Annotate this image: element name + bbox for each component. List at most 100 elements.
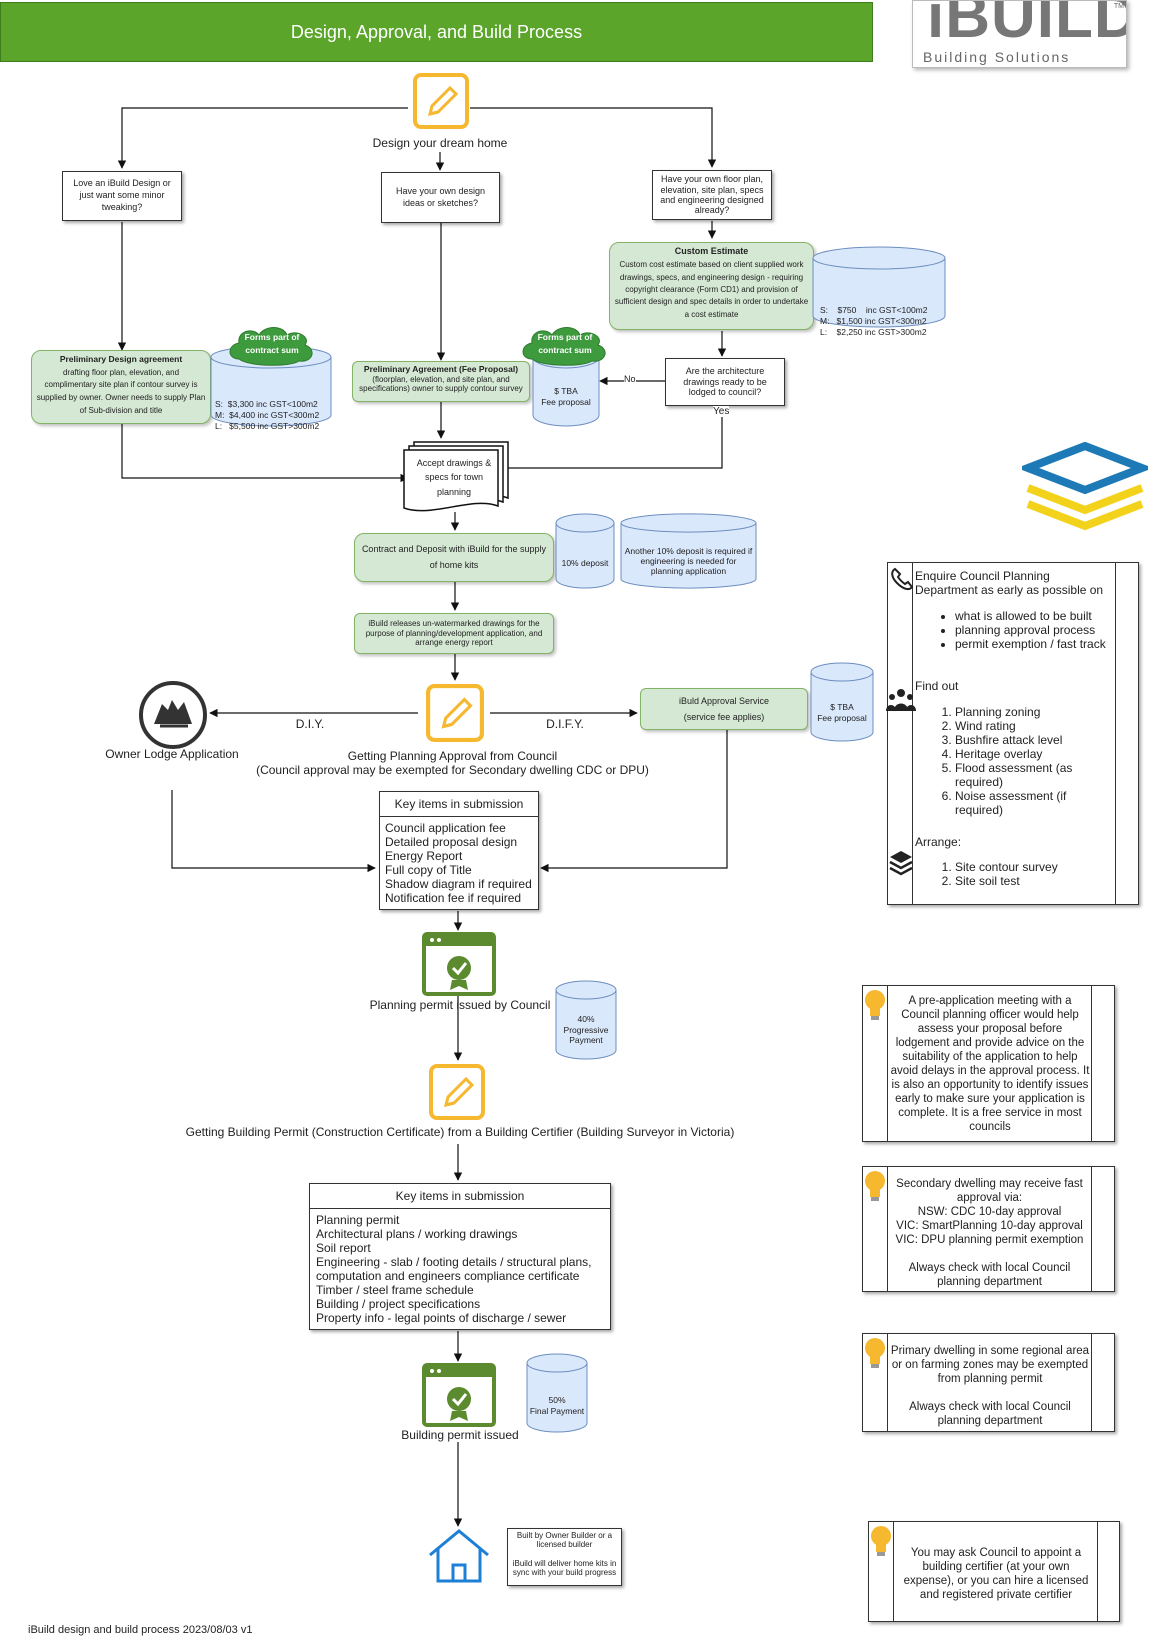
key-item: Notification fee if required: [385, 891, 522, 905]
lightbulb-icon: [865, 990, 885, 1020]
planning-permit-icon: [422, 932, 496, 996]
tip-divider: [1097, 1522, 1098, 1621]
preliminary-design-node: Preliminary Design agreement drafting fl…: [31, 350, 211, 424]
list-item: Site soil test: [955, 874, 1115, 888]
approval-fee-label: $ TBA Fee proposal: [817, 702, 867, 724]
tip-divider: [893, 1522, 894, 1621]
approval-fee-db: [810, 662, 874, 742]
edge-service-key1: [540, 729, 728, 873]
edge-label-no: No: [624, 374, 636, 384]
tip-building-certifier-text: You may ask Council to appoint a buildin…: [903, 1547, 1089, 1601]
release-drawings-node: iBuild releases un-watermarked drawings …: [354, 613, 554, 654]
panel-divider-left: [912, 563, 913, 904]
arrange-list: Site contour survey Site soil test: [929, 860, 1115, 888]
panel-arrange: Arrange:: [915, 835, 962, 849]
cloud-contract-sum-2-label: Forms part of contract sum: [537, 332, 593, 355]
dify-label: D.I.F.Y.: [546, 717, 584, 731]
key-item: Shadow diagram if required: [385, 877, 532, 891]
tip-primary-dwelling-text: Primary dwelling in some regional area o…: [890, 1345, 1090, 1427]
panel-divider-right: [1115, 563, 1116, 904]
page-title: Design, Approval, and Build Process: [290, 21, 583, 42]
phone-icon: [891, 567, 914, 591]
custom-estimate-body: Custom cost estimate based on client sup…: [614, 260, 809, 319]
deposit-10-db: [555, 513, 615, 589]
lightbulb-icon: [865, 1171, 885, 1201]
tip-secondary-dwelling: Secondary dwelling may receive fast appr…: [862, 1166, 1115, 1292]
building-permit-issued-icon: [422, 1363, 496, 1427]
building-permit-label: Getting Building Permit (Construction Ce…: [185, 1125, 735, 1139]
key-items-planning: Key items in submission Council applicat…: [379, 791, 539, 910]
council-planning-panel: Enquire Council Planning Department as e…: [886, 562, 1139, 905]
enquire-list: what is allowed to be built planning app…: [929, 609, 1115, 651]
list-item: Site contour survey: [955, 860, 1115, 874]
edge-owner-key1: [171, 790, 376, 873]
panel-enquire-text: Enquire Council Planning Department as e…: [915, 569, 1104, 597]
contract-deposit-node: Contract and Deposit with iBuild for the…: [354, 533, 554, 582]
panel-find-out: Find out: [915, 679, 959, 693]
edge-prelimdesign-accept: [121, 422, 409, 483]
people-icon: [886, 689, 916, 711]
edge-start-q1: [117, 107, 408, 169]
tip-divider: [1091, 1167, 1092, 1291]
list-item: Flood assessment (as required): [955, 761, 1115, 789]
logo-sub: Building Solutions: [923, 49, 1071, 65]
key-item: Soil report: [316, 1241, 371, 1255]
question-own-ideas: Have your own design ideas or sketches?: [381, 172, 500, 223]
tip-secondary-dwelling-text: Secondary dwelling may receive fast appr…: [895, 1178, 1084, 1288]
key-item: Architectural plans / working drawings: [316, 1227, 518, 1241]
tip-divider: [887, 1167, 888, 1291]
header-banner: Design, Approval, and Build Process: [0, 2, 873, 62]
building-issued-label: Building permit issued: [401, 1428, 519, 1442]
custom-estimate-fee-db: [812, 246, 946, 328]
another-deposit-db: [620, 513, 757, 589]
tip-divider: [887, 1334, 888, 1431]
built-by-note: Built by Owner Builder or a licensed bui…: [507, 1528, 622, 1586]
key-item: Building / project specifications: [316, 1297, 481, 1311]
list-item: Planning zoning: [955, 705, 1115, 719]
key-items-building: Key items in submission Planning permit …: [309, 1183, 611, 1330]
building-permit-icon: [428, 1063, 486, 1121]
accept-drawings-doc: [403, 441, 509, 512]
payment-50-db: [526, 1353, 588, 1433]
edge-start-q3: [470, 107, 717, 168]
preliminary-agreement-node: Preliminary Agreement (Fee Proposal) (fl…: [352, 361, 530, 402]
accept-drawings-label: Accept drawings & specs for town plannin…: [416, 458, 492, 497]
payment-40-label: 40% Progressive Payment: [563, 1014, 609, 1046]
logo-main: iBUILD: [927, 0, 1127, 51]
list-item: Heritage overlay: [955, 747, 1115, 761]
start-label: Design your dream home: [372, 136, 508, 150]
edge-q4-yes: [494, 406, 723, 473]
house-icon: [429, 1529, 489, 1583]
list-item: Bushfire attack level: [955, 733, 1115, 747]
payment-40-db: [555, 980, 617, 1060]
cloud-contract-sum-2: [522, 327, 606, 366]
planning-approval-label: Getting Planning Approval from Council (…: [256, 749, 649, 778]
tip-pre-application-text: A pre-application meeting with a Council…: [890, 995, 1090, 1133]
footer-version: iBuild design and build process 2023/08/…: [28, 1624, 253, 1636]
logo-tm: TM: [1113, 3, 1124, 10]
tip-primary-dwelling: Primary dwelling in some regional area o…: [862, 1333, 1115, 1432]
handshake-icon: [139, 681, 207, 749]
lightbulb-icon: [865, 1338, 885, 1368]
question-drawings-ready: Are the architecture drawings ready to b…: [665, 358, 785, 406]
deposit-10-label: 10% deposit: [561, 558, 609, 568]
owner-lodge-label: Owner Lodge Application: [105, 747, 239, 761]
planning-approval-icon: [425, 683, 485, 743]
list-item: Noise assessment (if required): [955, 789, 1115, 817]
list-item: permit exemption / fast track: [955, 637, 1115, 651]
key-item: Full copy of Title: [385, 863, 472, 877]
tip-divider: [887, 986, 888, 1141]
key-item: Planning permit: [316, 1213, 400, 1227]
preliminary-agreement-title: Preliminary Agreement (Fee Proposal): [363, 364, 519, 374]
preliminary-design-body: drafting floor plan, elevation, and comp…: [36, 367, 206, 416]
key-items-planning-title: Key items in submission: [380, 792, 538, 817]
custom-estimate-title: Custom Estimate: [674, 246, 749, 256]
key-item: Council application fee: [385, 821, 506, 835]
find-out-list: Planning zoning Wind rating Bushfire att…: [929, 705, 1115, 817]
list-item: Wind rating: [955, 719, 1115, 733]
tip-building-certifier: You may ask Council to appoint a buildin…: [868, 1521, 1120, 1622]
lightbulb-icon: [871, 1526, 891, 1556]
